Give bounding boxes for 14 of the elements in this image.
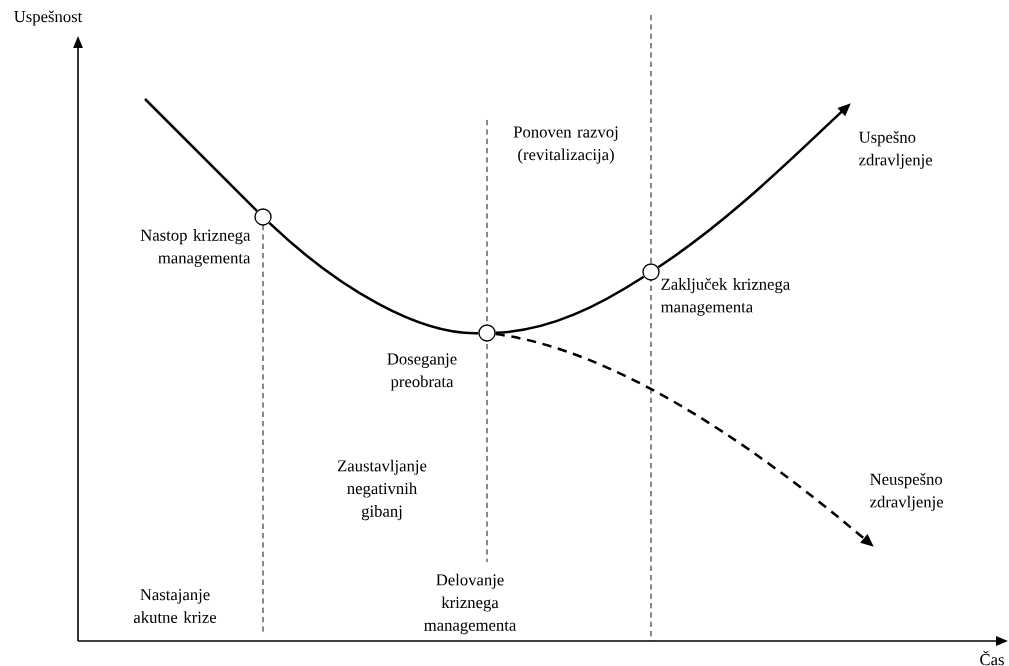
curve <box>268 222 479 335</box>
label: Neuspešno zdravljenje <box>870 473 944 511</box>
label: Čas <box>980 650 1004 666</box>
label: Uspešno zdravljenje <box>858 131 933 169</box>
label: Nastajanje akutne krize <box>133 589 217 623</box>
label: Uspešnost <box>14 10 83 26</box>
label: Ponoven razvoj (revitalizacija) <box>513 126 618 164</box>
curve <box>144 98 258 212</box>
curve <box>495 275 645 334</box>
point-label: Doseganje preobrata <box>387 353 457 391</box>
label: Delovanje kriznega managementa <box>424 573 517 635</box>
point-label: Nastop kriznega managementa <box>140 229 251 267</box>
label: Zaustavljanje negativnih gibanj <box>337 459 427 521</box>
point-label: Zaključek kriznega managementa <box>660 278 790 316</box>
